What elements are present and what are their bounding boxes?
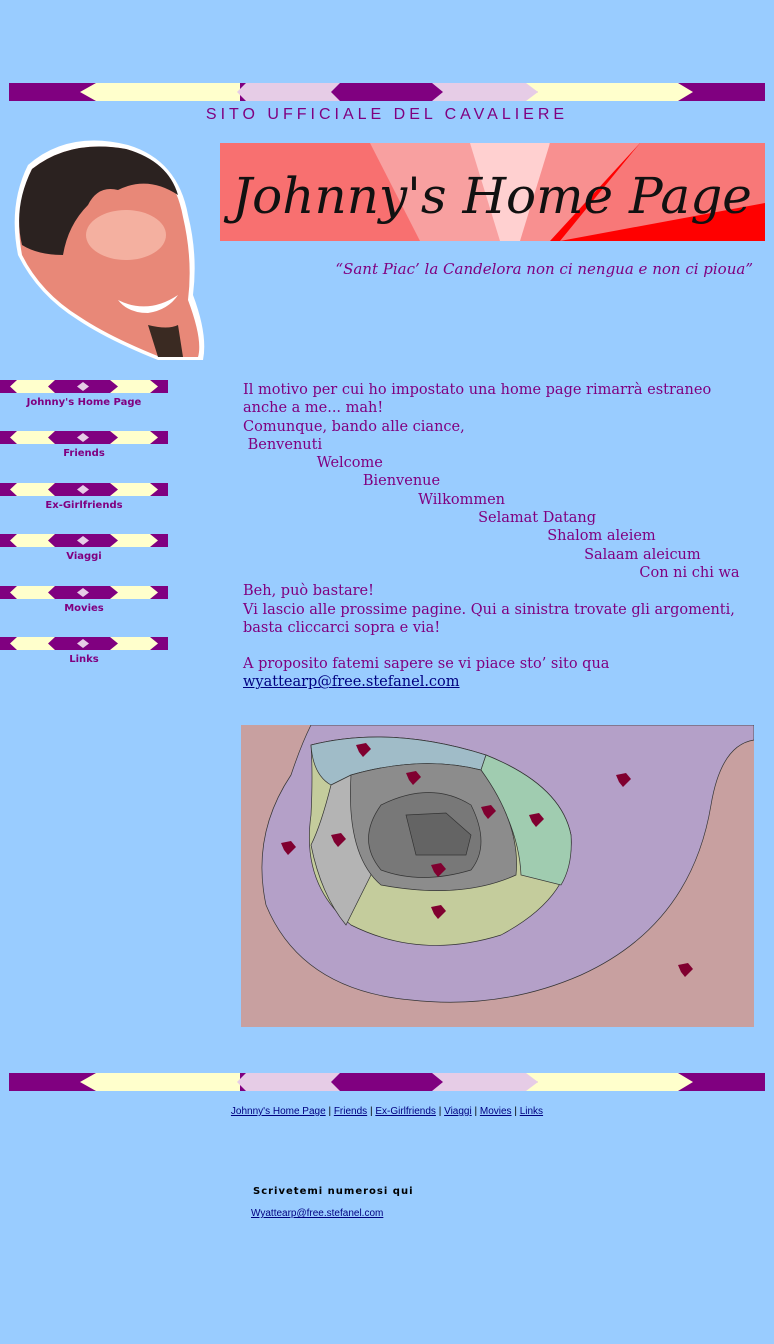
email-link[interactable]: wyattearp@free.stefanel.com [243, 674, 460, 691]
title-banner: Johnny's Home Page [220, 143, 765, 241]
outro-1: Beh, può bastare! [243, 583, 374, 600]
footer-link-home[interactable]: Johnny's Home Page [230, 1106, 326, 1117]
greeting: Welcome [243, 455, 383, 472]
greeting: Selamat Datang [243, 510, 597, 527]
sidebar-item-friends[interactable]: Friends [0, 429, 168, 459]
intro-line-2: Comunque, bando alle ciance, [243, 418, 465, 435]
site-tagline: SITO UFFICIALE DEL CAVALIERE [205, 106, 569, 123]
separator: | [367, 1106, 376, 1117]
main-content: Il motivo per cui ho impostato una home … [243, 381, 758, 692]
sidebar-item-viaggi[interactable]: Viaggi [0, 532, 168, 562]
top-divider [9, 83, 765, 101]
sidebar-item-links[interactable]: Links [0, 635, 168, 665]
greeting: Benvenuti [243, 436, 323, 453]
sidebar-item-home[interactable]: Johnny's Home Page [0, 378, 168, 408]
johnny-photo [14, 140, 205, 360]
title-text: Johnny's Home Page [223, 167, 752, 225]
sidebar-item-ex-girlfriends[interactable]: Ex-Girlfriends [0, 481, 168, 511]
nav-bar-ornament [0, 483, 168, 496]
greeting: Shalom aleiem [243, 528, 656, 545]
footer-link-viaggi[interactable]: Viaggi [444, 1106, 472, 1117]
sidebar-item-movies[interactable]: Movies [0, 584, 168, 614]
footer-link-links[interactable]: Links [519, 1106, 544, 1117]
outro-2: Vi lascio alle prossime pagine. Qui a si… [243, 601, 735, 636]
separator: | [325, 1106, 334, 1117]
footer-link-ex-girlfriends[interactable]: Ex-Girlfriends [375, 1106, 436, 1117]
greeting: Con ni chi wa [243, 564, 740, 581]
footer-link-friends[interactable]: Friends [333, 1106, 368, 1117]
separator: | [511, 1106, 520, 1117]
nav-bar-ornament [0, 586, 168, 599]
map-image [241, 725, 754, 1027]
footer-link-movies[interactable]: Movies [479, 1106, 512, 1117]
footer-email-link[interactable]: Wyattearp@free.stefanel.com [251, 1208, 384, 1219]
bottom-divider [9, 1073, 765, 1091]
nav-bar-ornament [0, 431, 168, 444]
greeting: Salaam aleicum [243, 546, 701, 563]
nav-bar-ornament [0, 534, 168, 547]
separator: | [471, 1106, 480, 1117]
separator: | [435, 1106, 445, 1117]
map-markers [281, 743, 693, 977]
write-label: Scrivetemi numerosi qui [253, 1186, 414, 1197]
outro-3: A proposito fatemi sapere se vi piace st… [243, 656, 610, 673]
footer-links: Johnny's Home Page | Friends | Ex-Girlfr… [0, 1106, 774, 1117]
footer-email: Wyattearp@free.stefanel.com [251, 1208, 383, 1219]
nav-bar-ornament [0, 380, 168, 393]
nav-bar-ornament [0, 637, 168, 650]
greeting: Wilkommen [243, 491, 506, 508]
greeting: Bienvenue [243, 473, 441, 490]
motto: “Sant Piac’ la Candelora non ci nengua e… [335, 260, 753, 278]
intro-text: Il motivo per cui ho impostato una home … [243, 382, 712, 417]
